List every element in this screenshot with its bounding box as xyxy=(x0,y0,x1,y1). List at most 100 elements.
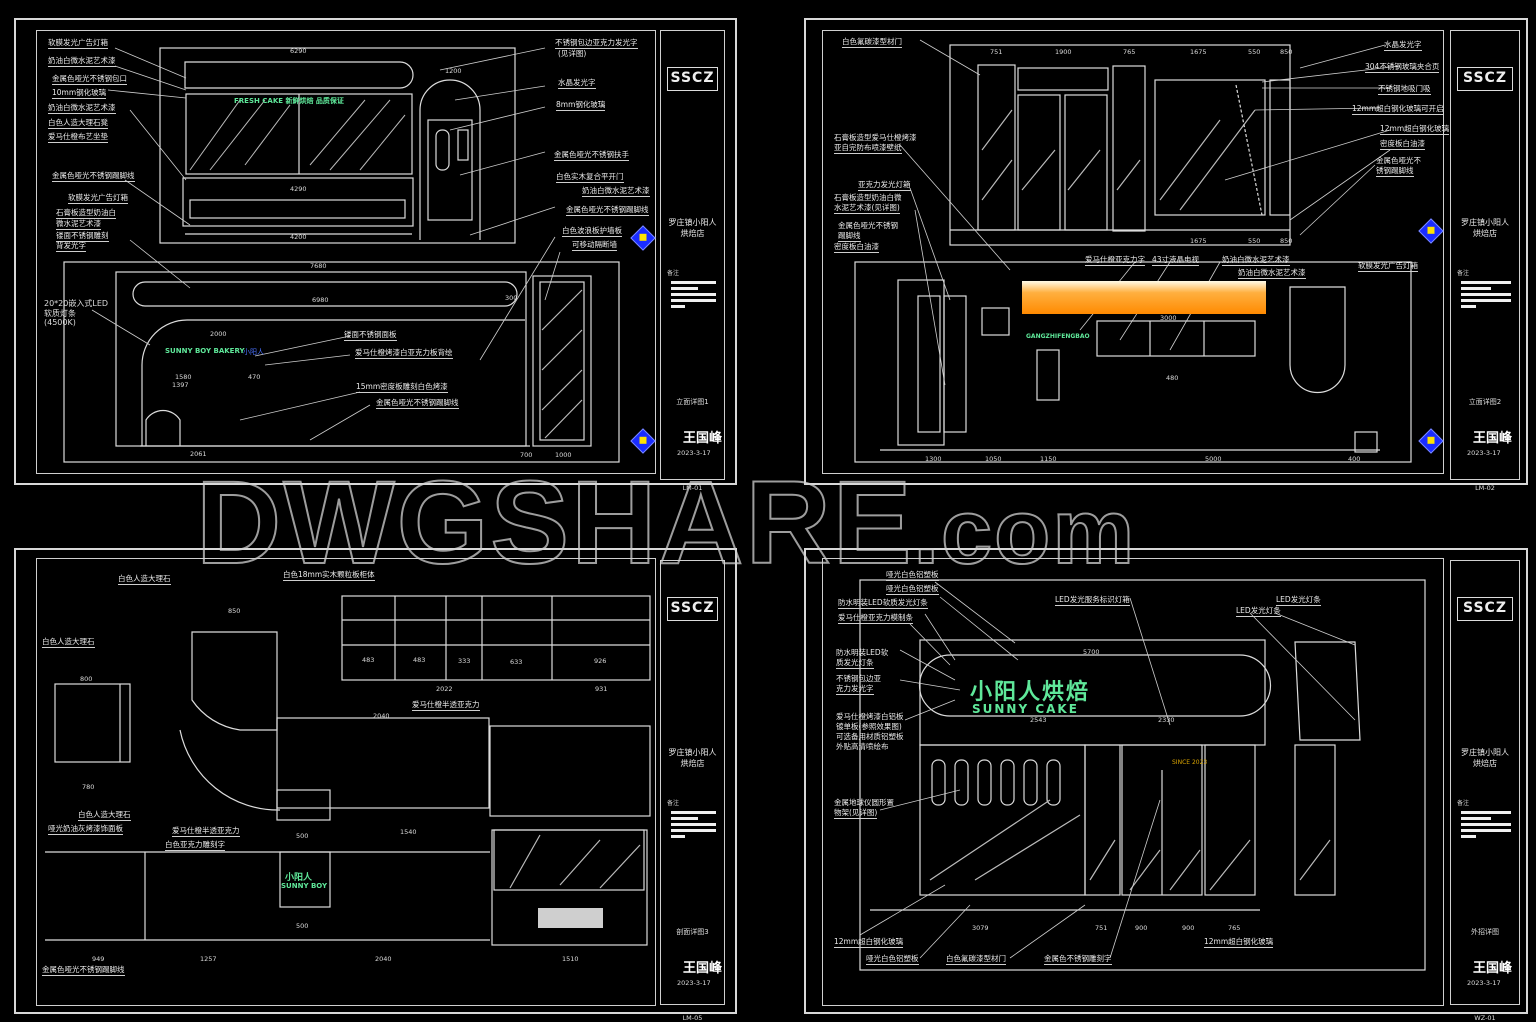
callout-label: 镂面不锈钢雕刻 xyxy=(56,231,109,242)
callout-label: 哑光白色铝塑板 xyxy=(866,954,919,965)
lightbox-orange xyxy=(1022,281,1266,314)
drawing-sheet-lm05 xyxy=(14,548,737,1014)
project-name: 罗庄镇小阳人烘焙店 xyxy=(1461,218,1509,238)
signature: 王国峰 xyxy=(1473,431,1513,446)
callout-label: 可选备用材质铝塑板 xyxy=(836,732,904,741)
callout-label: 密度板白油漆 xyxy=(1380,139,1425,150)
sign-text-fresh-cake: FRESH CAKE 新鲜烘焙 品质保证 xyxy=(234,97,344,105)
storefront-sign-en: SUNNY CAKE xyxy=(972,702,1079,716)
dim: 3000 xyxy=(1160,314,1177,322)
callout-label: 金属色哑光不锈钢包口 xyxy=(52,74,127,85)
callout-label: LED发光灯条 xyxy=(1276,595,1321,606)
dim: 2040 xyxy=(373,712,390,720)
remarks-label: 备注 xyxy=(1457,800,1470,807)
dim: 949 xyxy=(92,955,105,963)
dim: 850 xyxy=(1280,48,1293,56)
callout-label: 金属色哑光不锈钢 xyxy=(838,221,898,230)
callout-label: 锈钢踢脚线 xyxy=(1376,166,1414,177)
callout-label: 10mm钢化玻璃 xyxy=(52,88,107,99)
callout-label: 软质灯条 xyxy=(44,309,76,318)
dim: 1540 xyxy=(400,828,417,836)
dim: 1675 xyxy=(1190,237,1207,245)
drawing-frame-lm01 xyxy=(36,30,656,474)
callout-label: (4500K) xyxy=(44,318,76,327)
dim: 1900 xyxy=(1055,48,1072,56)
callout-label: 奶油白微水泥艺术漆 xyxy=(582,186,650,197)
callout-label: 白色人造大理石 xyxy=(118,574,171,585)
watermark: DWGSHARE.com xyxy=(195,455,1136,591)
project-name: 罗庄镇小阳人烘焙店 xyxy=(668,218,717,238)
callout-label: 水晶发光字 xyxy=(558,78,596,89)
callout-label: 不锈钢地吸门吸 xyxy=(1378,84,1431,95)
callout-label: 爱马仕橙烤漆白亚克力板背绘 xyxy=(355,348,453,359)
dim: 470 xyxy=(248,373,261,381)
dim: 5700 xyxy=(1083,648,1100,656)
callout-label: 奶油白微水泥艺术漆 xyxy=(1222,255,1290,266)
dim: 900 xyxy=(1135,924,1148,932)
drawing-frame-lm02 xyxy=(822,30,1444,474)
callout-label: 金属色哑光不锈钢踢脚线 xyxy=(566,205,649,216)
dim: 765 xyxy=(1123,48,1136,56)
sign-text-en: SUNNY BOY xyxy=(281,882,328,890)
callout-label: 克力发光字 xyxy=(836,684,874,695)
dim: 480 xyxy=(1166,374,1179,382)
callout-label: 金属色哑光不锈钢踢脚线 xyxy=(42,965,125,976)
callout-label: 石膏板造型奶油白 xyxy=(56,208,116,219)
callout-label: 爱马仕橙布艺坐垫 xyxy=(48,132,108,143)
title-block-lm02: SSCZ 罗庄镇小阳人烘焙店 备注 立面详图2 王国峰 2023-3-17 LM… xyxy=(1450,30,1520,492)
dim: 633 xyxy=(510,658,523,666)
drawing-name: 立面详图2 xyxy=(1468,398,1502,406)
callout-label: 金属地球仪圆形置 xyxy=(834,798,894,807)
dim: 850 xyxy=(1280,237,1293,245)
callout-label: 金属色哑光不 xyxy=(1376,156,1421,165)
callout-label: 镀单板(参照效果图) xyxy=(836,722,902,731)
project-name: 罗庄镇小阳人烘焙店 xyxy=(1461,748,1509,768)
title-block-lm01: SSCZ 罗庄镇小阳人烘焙店 备注 立面详图1 王国峰 2023-3-17 LM… xyxy=(660,30,725,492)
dim: 300 xyxy=(505,294,518,302)
callout-label: 水晶发光字 xyxy=(1384,40,1422,51)
signature: 王国峰 xyxy=(1473,961,1513,976)
dim: 1200 xyxy=(445,67,462,75)
drawing-date: 2023-3-17 xyxy=(677,449,711,457)
remarks-bars xyxy=(1461,811,1511,841)
drawing-name: 外招详图 xyxy=(1471,928,1499,936)
dim: 483 xyxy=(362,656,375,664)
dim: 926 xyxy=(594,657,607,665)
dim-top-width: 6290 xyxy=(290,47,307,55)
drawing-number: WZ-01 xyxy=(1474,1014,1496,1022)
dim: 2022 xyxy=(436,685,453,693)
drawing-date: 2023-3-17 xyxy=(1467,979,1501,987)
callout-label: 石膏板造型爱马仕橙烤漆 xyxy=(834,133,917,142)
drawing-name: 剖面详图3 xyxy=(676,928,709,936)
dim: 850 xyxy=(228,607,241,615)
dim: 751 xyxy=(990,48,1003,56)
callout-label: 白色18mm实木颗粒板柜体 xyxy=(283,570,375,581)
dim: 900 xyxy=(1182,924,1195,932)
callout-label: 密度板白油漆 xyxy=(834,242,879,253)
remarks-label: 备注 xyxy=(1457,270,1470,277)
callout-label: 可移动隔断墙 xyxy=(572,240,617,251)
drawing-sheet-wz01 xyxy=(804,548,1528,1014)
dim: 931 xyxy=(595,685,608,693)
callout-label: 水泥艺术漆(见详图) xyxy=(834,203,900,214)
remarks-bars xyxy=(671,811,716,841)
dim: 1150 xyxy=(1040,455,1057,463)
dim-glass-width: 4290 xyxy=(290,185,307,193)
dim: 2061 xyxy=(190,450,207,458)
callout-label: 20*20嵌入式LED xyxy=(44,299,109,308)
callout-label: 白色氟碳漆型材门 xyxy=(946,954,1006,965)
dim: 1580 xyxy=(175,373,192,381)
callout-label: 哑光白色铝塑板 xyxy=(886,570,939,581)
company-logo: SSCZ xyxy=(1457,597,1513,621)
dim-lower-inner: 6980 xyxy=(312,296,329,304)
drawing-sheet-lm01 xyxy=(14,18,737,485)
dim: 751 xyxy=(1095,924,1108,932)
callout-label: 12mm超白钢化玻璃 xyxy=(1380,124,1450,135)
callout-label: (见详图) xyxy=(558,49,587,58)
company-logo: SSCZ xyxy=(667,597,718,621)
dim: 400 xyxy=(1348,455,1361,463)
callout-label: 43寸液晶电视 xyxy=(1152,255,1200,266)
callout-label: 镂面不锈钢面板 xyxy=(344,330,397,341)
dim: 1675 xyxy=(1190,48,1207,56)
drawing-date: 2023-3-17 xyxy=(1467,449,1501,457)
